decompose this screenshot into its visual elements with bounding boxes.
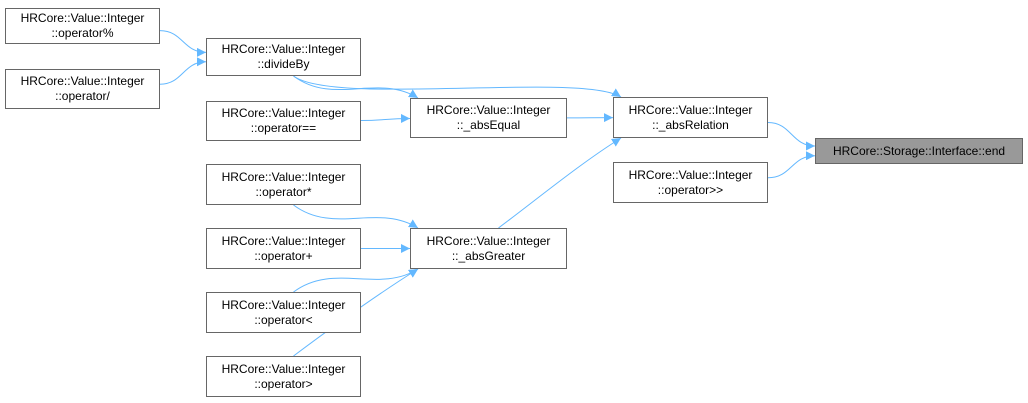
node-operator-gt[interactable]: HRCore::Value::Integer ::operator> (206, 356, 361, 397)
node-line2: ::divideBy (257, 57, 310, 71)
edge-n_absRel-to-n_end (767, 122, 816, 151)
node-operator-mod[interactable]: HRCore::Value::Integer ::operator% (5, 8, 160, 44)
node-operator-add[interactable]: HRCore::Value::Integer ::operator+ (206, 228, 361, 269)
node-line1: HRCore::Value::Integer (426, 233, 551, 248)
node-operator-div[interactable]: HRCore::Value::Integer ::operator/ (5, 69, 160, 109)
node-operator-mul[interactable]: HRCore::Value::Integer ::operator* (206, 164, 361, 205)
edge-n_divBy-to-n_absRel (293, 75, 622, 98)
edge-n_eq-to-n_absEq (360, 113, 411, 123)
node-operator-shr[interactable]: HRCore::Value::Integer ::operator>> (613, 162, 768, 203)
node-absrelation[interactable]: HRCore::Value::Integer ::_absRelation (613, 97, 768, 138)
node-line1: HRCore::Storage::Interface::end (832, 143, 1006, 158)
node-operator-lt[interactable]: HRCore::Value::Integer ::operator< (206, 292, 361, 333)
node-line1: HRCore::Value::Integer (426, 103, 551, 117)
node-line1: HRCore::Value::Integer (20, 11, 145, 25)
node-line2: ::_absRelation (652, 117, 729, 132)
node-line1: HRCore::Value::Integer (221, 169, 346, 184)
node-line2: ::operator== (250, 121, 317, 135)
node-line2: ::operator/ (55, 89, 110, 103)
node-line1: HRCore::Value::Integer (628, 167, 753, 182)
node-line2: ::_absGreater (451, 248, 526, 263)
node-absgreater[interactable]: HRCore::Value::Integer ::_absGreater (410, 228, 567, 269)
node-line2: ::operator< (254, 312, 313, 327)
node-line1: HRCore::Value::Integer (221, 361, 346, 376)
node-line1: HRCore::Value::Integer (20, 74, 145, 88)
node-line1: HRCore::Value::Integer (628, 102, 753, 117)
edge-n_div-to-n_divBy (159, 57, 207, 85)
edge-n_shr-to-n_end (767, 151, 816, 179)
node-line1: HRCore::Value::Integer (221, 233, 346, 248)
node-operator-eq[interactable]: HRCore::Value::Integer ::operator== (206, 101, 361, 141)
node-line2: ::operator* (255, 184, 312, 199)
node-line1: HRCore::Value::Integer (221, 106, 346, 120)
node-line2: ::operator> (254, 376, 313, 391)
node-line2: ::operator+ (254, 248, 313, 263)
edge-n_mul-to-n_absGt (293, 204, 419, 229)
node-divideby[interactable]: HRCore::Value::Integer ::divideBy (206, 38, 361, 76)
node-storage-interface-end[interactable]: HRCore::Storage::Interface::end (815, 138, 1023, 164)
edge-n_mod-to-n_divBy (159, 30, 207, 57)
edge-n_divBy-to-n_absEq (293, 75, 419, 99)
node-line2: ::operator% (51, 26, 114, 40)
node-line2: ::operator>> (657, 182, 724, 197)
node-line2: ::_absEqual (456, 118, 521, 132)
edge-n_lt-to-n_absGt (293, 268, 419, 293)
node-line1: HRCore::Value::Integer (221, 42, 346, 56)
node-absequal[interactable]: HRCore::Value::Integer ::_absEqual (410, 98, 567, 138)
node-line1: HRCore::Value::Integer (221, 297, 346, 312)
edge-n_absGt-to-n_absRel (498, 137, 622, 229)
